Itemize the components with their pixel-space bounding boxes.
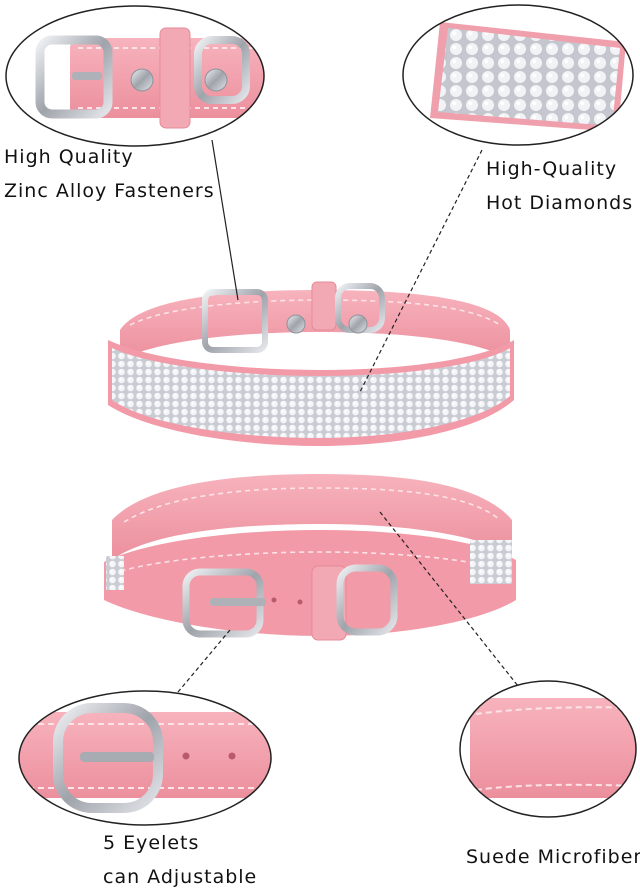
eyelets-closeup (18, 690, 272, 826)
leader-lines (177, 139, 519, 693)
diamond-closeup (402, 4, 634, 146)
leader-suede (379, 511, 519, 687)
leader-eyelets (177, 629, 231, 693)
leader-diamonds (359, 149, 483, 393)
caption-diamonds-line1: High-Quality (486, 158, 618, 180)
suede-closeup (459, 680, 637, 818)
caption-diamonds: High-Quality Hot Diamonds (486, 152, 633, 220)
caption-fasteners-line1: High Quality (4, 146, 134, 168)
fastener-closeup (5, 5, 265, 147)
caption-eyelets-line1: 5 Eyelets (103, 832, 200, 854)
caption-diamonds-line2: Hot Diamonds (486, 192, 634, 214)
caption-fasteners: High Quality Zinc Alloy Fasteners (4, 140, 215, 208)
leader-fasteners (211, 139, 239, 301)
caption-fasteners-line2: Zinc Alloy Fasteners (4, 180, 215, 202)
collar-back (104, 474, 516, 641)
collar-front (108, 281, 514, 446)
caption-suede-line1: Suede Microfiber (466, 846, 640, 868)
caption-eyelets-line2: can Adjustable (103, 866, 258, 888)
caption-eyelets: 5 Eyelets can Adjustable (103, 826, 257, 894)
caption-suede: Suede Microfiber (466, 840, 640, 874)
